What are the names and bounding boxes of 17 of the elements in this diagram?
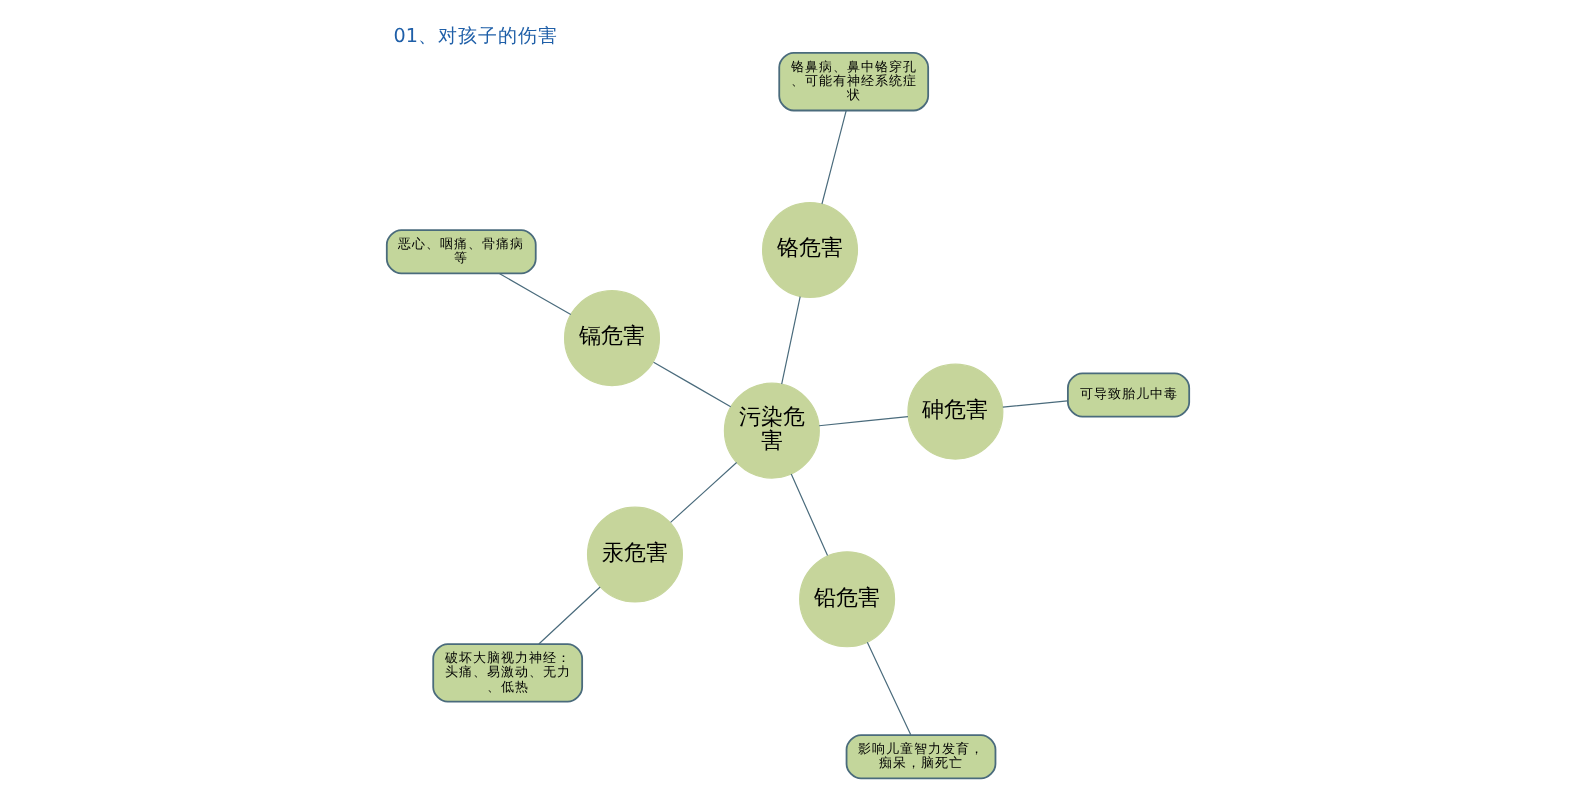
connector bbox=[670, 461, 738, 523]
node-circle: 污染危害 bbox=[723, 382, 820, 479]
node-circle: 汞危害 bbox=[586, 506, 683, 603]
node-circle: 砷危害 bbox=[907, 363, 1004, 460]
node-circle: 铬危害 bbox=[762, 201, 859, 298]
node-circle: 镉危害 bbox=[563, 290, 661, 387]
diagram-title: 01、对孩子的伤害 bbox=[393, 25, 558, 48]
connector bbox=[790, 473, 829, 557]
connector bbox=[1002, 400, 1069, 408]
connector bbox=[538, 586, 601, 645]
connector bbox=[818, 415, 909, 427]
node-circle: 铅危害 bbox=[799, 551, 896, 648]
connector bbox=[821, 110, 847, 205]
connector bbox=[498, 272, 572, 316]
connector bbox=[866, 641, 912, 736]
connector bbox=[653, 361, 732, 408]
connector bbox=[781, 296, 801, 385]
